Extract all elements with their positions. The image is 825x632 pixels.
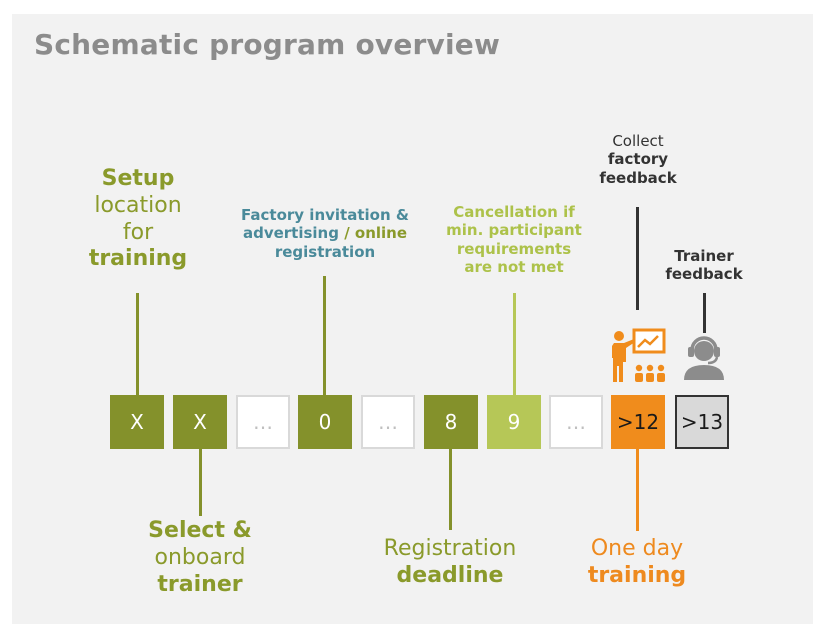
timeline-box-5: … [361, 395, 415, 449]
label-cancellation-line4: are not met [464, 257, 564, 276]
label-invitation-online: / online [338, 224, 408, 243]
label-select-trainer: Select & onboard trainer [142, 518, 258, 598]
timeline-box-1: X [110, 395, 164, 449]
diagram-panel [12, 14, 813, 624]
label-setup: Setup location for training [88, 166, 188, 273]
label-one-day-line2: training [587, 562, 687, 588]
label-collect-line1: Collect [612, 132, 664, 150]
timeline-box-7: 9 [487, 395, 541, 449]
label-cancellation-line1: Cancellation if [453, 203, 575, 221]
connector-invitation [323, 276, 326, 395]
presentation-training-icon [612, 328, 666, 382]
label-trainer-feedback-line1: Trainer [674, 247, 734, 265]
label-registration-line1: Registration [383, 536, 517, 561]
label-one-day-training: One day training [580, 536, 694, 590]
label-cancellation: Cancellation if min. participant require… [438, 203, 590, 276]
label-one-day-line1: One day [590, 536, 684, 561]
label-cancellation-line2: min. participant [446, 221, 582, 240]
label-factory-invitation: Factory invitation & advertising / onlin… [232, 206, 418, 261]
label-registration-deadline: Registration deadline [376, 536, 524, 590]
label-trainer-feedback-line2: feedback [665, 265, 743, 284]
label-setup-line3: for [122, 219, 154, 245]
label-select-line3: trainer [157, 571, 243, 597]
connector-registration [449, 449, 452, 530]
label-registration-line2: deadline [396, 562, 504, 588]
connector-one-day [636, 449, 639, 531]
timeline-box-10: >13 [675, 395, 729, 449]
timeline-box-9: >12 [611, 395, 665, 449]
label-cancellation-line3: requirements [456, 239, 572, 258]
timeline-box-3: … [236, 395, 290, 449]
timeline-box-6: 8 [424, 395, 478, 449]
label-collect-feedback: Collect factory feedback [596, 132, 680, 187]
connector-cancellation [513, 293, 516, 395]
label-select-line1: Select & [148, 518, 252, 543]
label-setup-line2: location [94, 192, 182, 218]
connector-setup [136, 293, 139, 395]
timeline-box-2: X [173, 395, 227, 449]
label-collect-line2: factory [607, 150, 669, 169]
label-invitation-line1: Factory invitation & [241, 206, 409, 224]
connector-collect [636, 207, 639, 310]
connector-select [199, 449, 202, 516]
label-invitation-line3: registration [274, 242, 376, 261]
timeline-box-8: … [549, 395, 603, 449]
label-invitation-line2: advertising / online [232, 224, 418, 242]
connector-trainer-feedback [703, 293, 706, 333]
label-collect-line3: feedback [599, 168, 677, 187]
timeline-box-4: 0 [298, 395, 352, 449]
headset-person-icon [684, 336, 724, 380]
label-select-line2: onboard [154, 544, 246, 570]
page-title: Schematic program overview [34, 28, 501, 61]
label-trainer-feedback: Trainer feedback [664, 247, 744, 284]
label-invitation-advertising: advertising [242, 224, 339, 243]
label-setup-line4: training [88, 246, 188, 272]
label-setup-line1: Setup [101, 166, 175, 191]
